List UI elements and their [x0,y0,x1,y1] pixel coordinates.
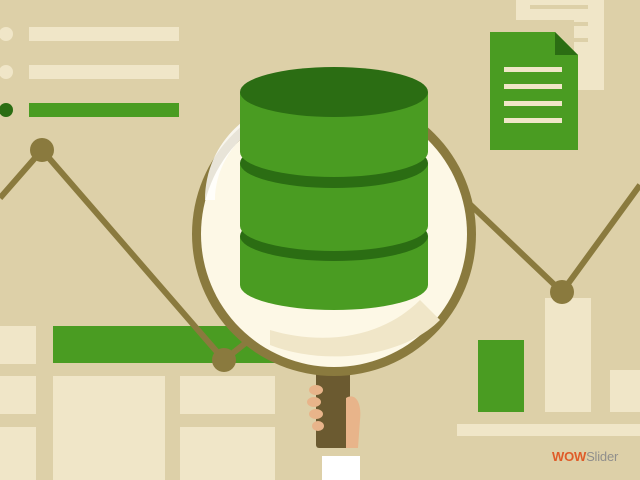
list-bar-1 [29,27,179,41]
watermark-part-1: WOW [552,448,587,464]
top-right-paper [516,0,604,90]
list-bullet-2 [0,65,13,79]
database-icon [240,67,428,310]
list-bullet-3 [0,103,13,117]
bottom-right-bars [457,298,640,436]
bottom-left-panels [0,326,275,480]
list-bar-3 [29,103,179,117]
chart-point-3 [550,280,574,304]
watermark-part-2: Slider [586,448,619,464]
chart-point-1 [30,138,54,162]
list-bullet-1 [0,27,13,41]
top-left-list [0,27,179,117]
chart-point-2 [212,348,236,372]
list-bar-2 [29,65,179,79]
document-icon [490,32,578,150]
